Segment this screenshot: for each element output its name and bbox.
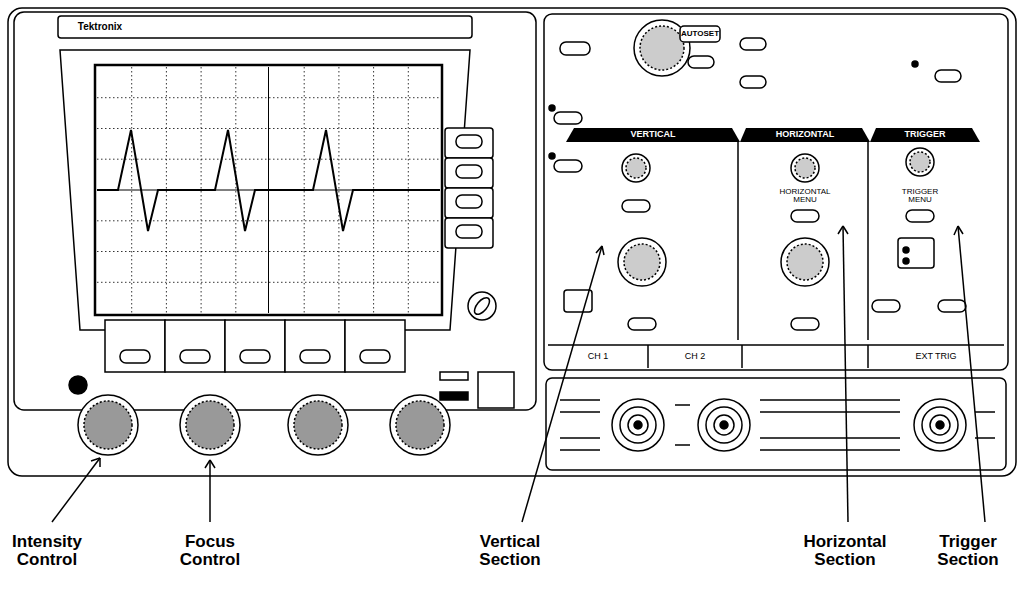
center-axes	[97, 67, 440, 313]
graticule	[97, 67, 440, 313]
bezel-buttons	[105, 128, 496, 372]
section-heading: HORIZONTAL	[776, 130, 834, 139]
leader-lines	[52, 226, 985, 522]
screen	[95, 65, 442, 315]
connector-label: CH 2	[685, 352, 706, 361]
callout-label: Intensity Control	[3, 533, 91, 569]
connector-label: EXT TRIG	[915, 352, 956, 361]
scope-housing	[8, 8, 1016, 476]
section-bars	[566, 128, 980, 142]
section-heading: VERTICAL	[631, 130, 676, 139]
front-knobs	[69, 372, 514, 455]
panel-controls	[549, 20, 966, 330]
section-heading: TRIGGER	[904, 130, 945, 139]
button-label: TRIGGER MENU	[895, 188, 945, 205]
callout-label: Vertical Section	[466, 533, 554, 569]
waveform	[97, 130, 440, 231]
button-label: AUTOSET	[681, 30, 719, 38]
display-bezel	[14, 12, 536, 410]
callout-label: Trigger Section	[923, 533, 1013, 569]
button-label: HORIZONTAL MENU	[774, 188, 836, 205]
callout-label: Horizontal Section	[795, 533, 895, 569]
bnc-connectors	[560, 399, 995, 451]
connector-label: CH 1	[588, 352, 609, 361]
callout-label: Focus Control	[166, 533, 254, 569]
screen-frame	[60, 50, 470, 330]
control-panel	[544, 14, 1008, 470]
title-strip	[58, 16, 472, 38]
brand-name: Tektronix	[78, 22, 122, 33]
